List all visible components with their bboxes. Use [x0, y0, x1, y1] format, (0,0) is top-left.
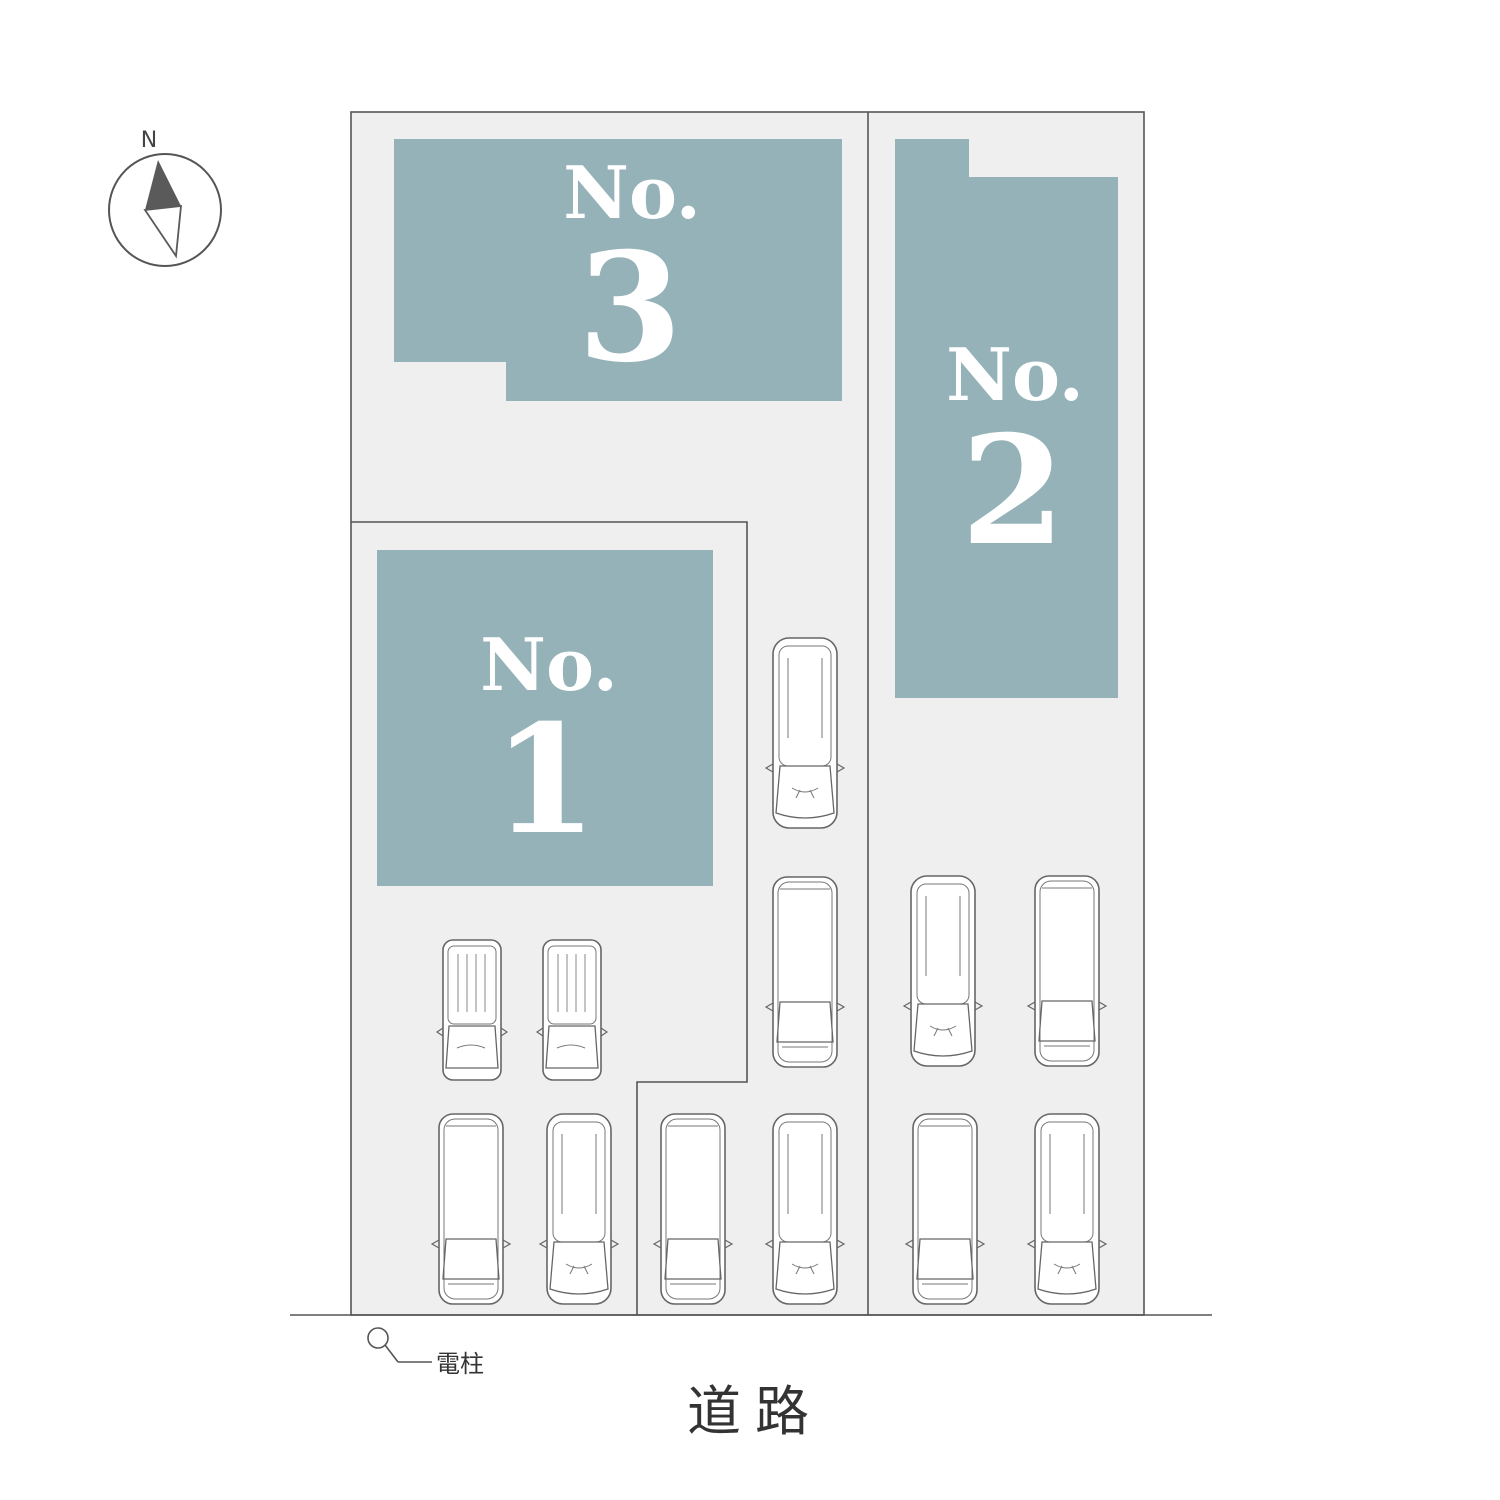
- lot-2-no: No.: [946, 332, 1084, 417]
- utility-pole: 電柱: [367, 1327, 484, 1378]
- car-icon: [653, 1113, 733, 1305]
- car-icon: [539, 1113, 619, 1305]
- lot-1-number: 1: [493, 692, 597, 868]
- lot-1-no: No.: [480, 622, 618, 707]
- car-icon: [765, 876, 845, 1068]
- car-icon: [536, 939, 608, 1081]
- north-label: N: [141, 128, 157, 153]
- compass: N: [108, 128, 222, 267]
- utility-pole-label: 電柱: [436, 1350, 484, 1378]
- building-lot-1: [377, 550, 713, 886]
- north-arrow-icon: [143, 160, 183, 259]
- car-icon: [436, 939, 508, 1081]
- lot-3-label: No. 3: [563, 150, 701, 396]
- car-icon: [1027, 1113, 1107, 1305]
- car-icon: [903, 875, 983, 1067]
- lot-3-no: No.: [563, 150, 701, 235]
- lot-2-label: No. 2: [946, 332, 1084, 579]
- car-icon: [1027, 875, 1107, 1067]
- utility-pole-icon: [367, 1327, 389, 1349]
- lot-2-number: 2: [961, 403, 1065, 579]
- lot-1-label: No. 1: [480, 622, 618, 868]
- building-lot-2: [895, 139, 1118, 698]
- road-label: 道路: [687, 1380, 823, 1443]
- car-icon: [765, 637, 845, 829]
- car-icon: [431, 1113, 511, 1305]
- building-lot-3: [394, 139, 842, 401]
- car-icon: [765, 1113, 845, 1305]
- lot-3-number: 3: [578, 220, 682, 396]
- car-icon: [905, 1113, 985, 1305]
